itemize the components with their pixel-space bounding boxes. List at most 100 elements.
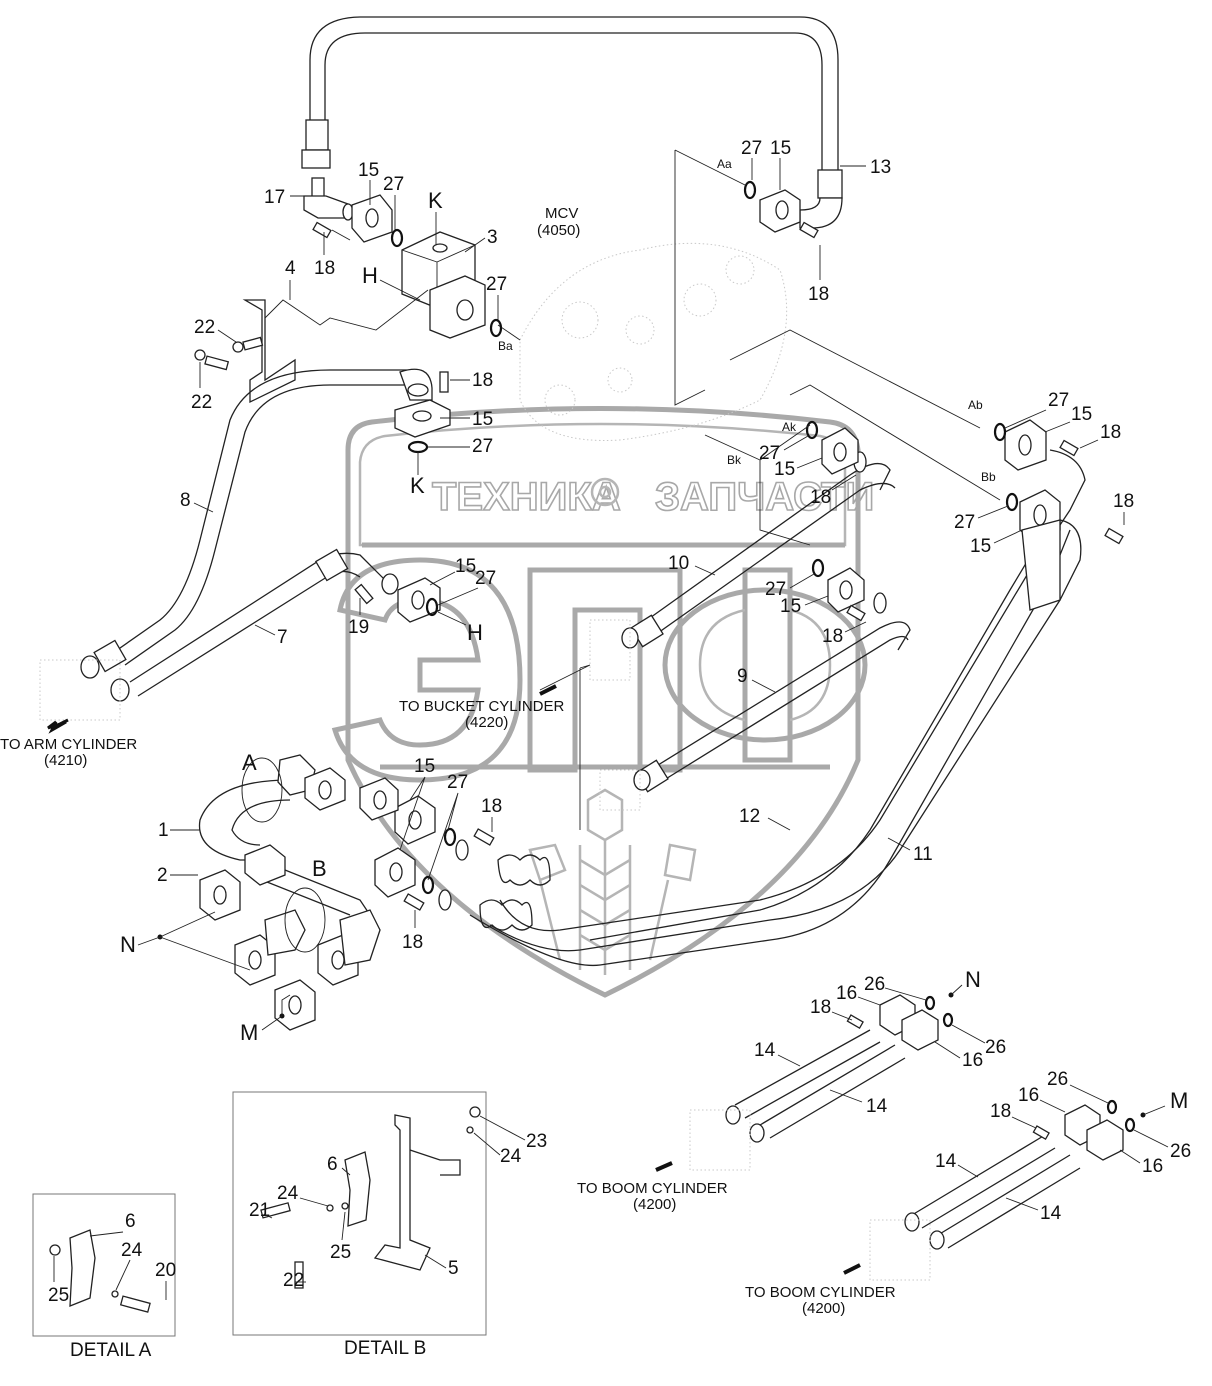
callout-16: 16: [1142, 1156, 1163, 1177]
callout-16: 16: [962, 1050, 983, 1071]
fitting-11: [455, 839, 469, 861]
port-ab: Ab: [968, 398, 983, 412]
callout-4: 4: [285, 258, 296, 279]
elbow-fitting-17: [303, 177, 354, 221]
mcv-label: MCV: [545, 205, 578, 222]
callout-14: 14: [935, 1151, 957, 1172]
bolt-18-b: [403, 893, 425, 911]
callout-15: 15: [414, 756, 435, 777]
port-bk: Bk: [727, 453, 742, 467]
flange-15-h: [397, 577, 441, 623]
callout-27: 27: [759, 443, 780, 464]
flange-15-top-left: [351, 194, 393, 243]
callout-6: 6: [327, 1154, 338, 1175]
callout-6: 6: [125, 1211, 136, 1232]
callout-27: 27: [447, 772, 468, 793]
callout-18: 18: [472, 370, 493, 391]
mcv-ghost-outline: [519, 242, 788, 441]
callout-27: 27: [1048, 390, 1069, 411]
callout-24: 24: [500, 1146, 522, 1167]
callout-26: 26: [1170, 1141, 1191, 1162]
bracket-4: [242, 289, 429, 404]
callout-15: 15: [455, 556, 476, 577]
callout-14: 14: [1040, 1203, 1062, 1224]
cylinder-ghosts: [39, 619, 931, 1281]
detail-b-box: [232, 1091, 487, 1336]
callout-12: 12: [739, 806, 760, 827]
callout-27: 27: [765, 579, 786, 600]
callout-7: 7: [277, 627, 288, 648]
dest-boom1-code: (4200): [633, 1196, 676, 1213]
flange-15-a: [394, 795, 436, 845]
spring-guards: [479, 854, 551, 931]
callout-27: 27: [954, 512, 975, 533]
callout-15: 15: [770, 138, 791, 159]
ref-letter-n: N: [120, 932, 136, 957]
arrow-bucket-icon: [539, 684, 557, 696]
callout-22: 22: [194, 317, 215, 338]
detail-b-title: DETAIL B: [344, 1338, 426, 1359]
bolt-22-b: [194, 349, 230, 371]
hose-11-12: [469, 449, 1086, 967]
callout-15: 15: [358, 160, 379, 181]
bolt-22-a: [232, 336, 264, 353]
ref-letter-m: M: [240, 1020, 258, 1045]
dest-arm-code: (4210): [44, 752, 87, 769]
dest-boom1-label: TO BOOM CYLINDER: [577, 1180, 728, 1197]
flange-15-ak: [821, 427, 859, 475]
callout-15: 15: [472, 409, 493, 430]
callout-23: 23: [526, 1131, 547, 1152]
hose-set-14-n: [725, 994, 939, 1143]
callouts: 17 15 27 K 3 H 18 27 Ba 4 22 22 18 15 27…: [0, 138, 1191, 1361]
hose-13: [301, 16, 843, 229]
watermark-gear-icon: [590, 477, 620, 507]
hose-8: [80, 368, 433, 679]
bolt-19: [354, 583, 374, 605]
callout-18: 18: [402, 932, 423, 953]
watermark-shield-outer: [345, 406, 861, 998]
watermark-letter-f: [662, 567, 868, 763]
watermark-letter-p: [527, 567, 683, 773]
callout-20: 20: [155, 1260, 176, 1281]
callout-18: 18: [990, 1101, 1011, 1122]
dest-bucket-code: (4220): [465, 714, 508, 731]
callout-14: 14: [866, 1096, 888, 1117]
callout-15: 15: [1071, 404, 1092, 425]
arrow-boom1-icon: [655, 1161, 673, 1172]
callout-27: 27: [472, 436, 493, 457]
callout-15: 15: [780, 596, 801, 617]
arrow-arm-icon: [47, 718, 69, 734]
callout-26: 26: [985, 1037, 1006, 1058]
callout-9: 9: [737, 666, 748, 687]
watermark-wheat: [528, 788, 697, 975]
flange-15-aa: [759, 189, 801, 233]
dest-boom2-code: (4200): [802, 1300, 845, 1317]
callout-24: 24: [121, 1240, 143, 1261]
callout-1: 1: [158, 820, 169, 841]
port-ba: Ba: [498, 339, 513, 353]
callout-18: 18: [314, 258, 335, 279]
callout-27: 27: [475, 568, 496, 589]
callout-5: 5: [448, 1258, 459, 1279]
ref-letter-h2: H: [467, 620, 483, 645]
callout-15: 15: [970, 536, 991, 557]
callout-2: 2: [157, 865, 168, 886]
port-bb: Bb: [981, 470, 996, 484]
fitting-12: [438, 889, 452, 911]
detail-a-box: [32, 1193, 176, 1337]
callout-27: 27: [486, 274, 507, 295]
hose-9: [633, 592, 911, 793]
callout-22: 22: [191, 392, 212, 413]
dest-arm-label: TO ARM CYLINDER: [0, 736, 137, 753]
flange-15-bk: [827, 567, 865, 613]
ref-letter-a: A: [242, 750, 257, 775]
callout-3: 3: [487, 227, 498, 248]
callout-26: 26: [864, 974, 885, 995]
watermark-text-right: ЗАПЧАСТИ: [655, 475, 874, 519]
callout-16: 16: [1018, 1085, 1039, 1106]
callout-27: 27: [741, 138, 762, 159]
dest-boom2-label: TO BOOM CYLINDER: [745, 1284, 896, 1301]
callout-10: 10: [668, 553, 689, 574]
callout-17: 17: [264, 187, 285, 208]
arrow-boom2-icon: [843, 1263, 861, 1275]
